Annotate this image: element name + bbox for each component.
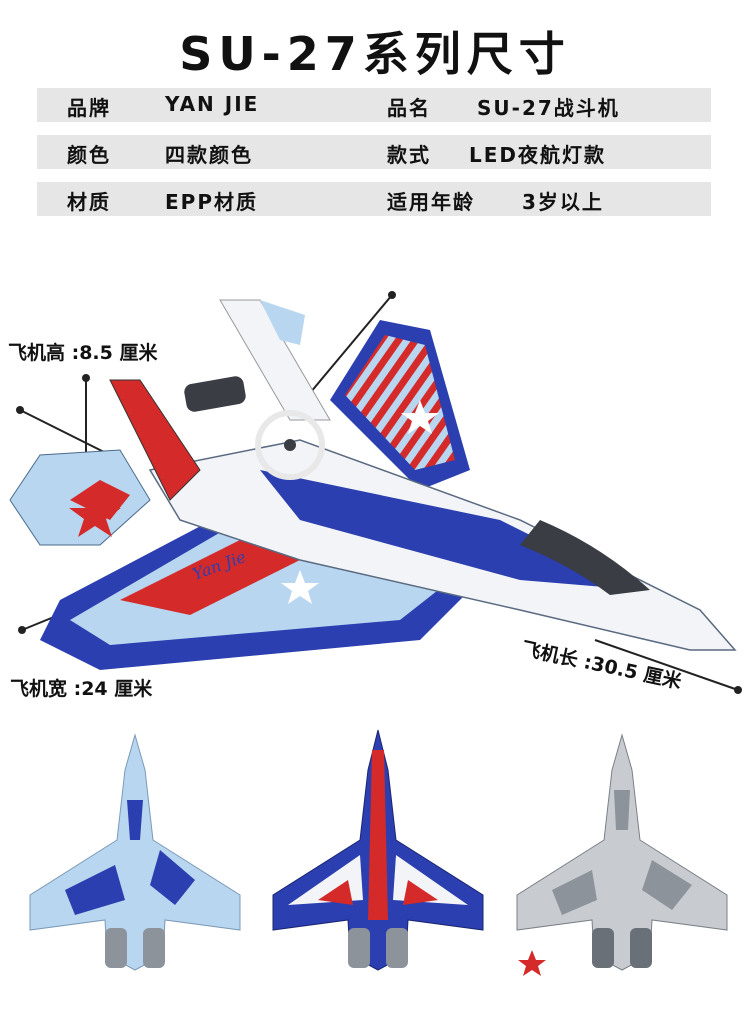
- spec-row-material: 材质 EPP材质 适用年龄 3岁以上: [37, 182, 711, 216]
- page-title: SU-27系列尺寸: [179, 27, 571, 81]
- dimension-dot: [388, 291, 396, 299]
- dimension-dot: [82, 374, 90, 382]
- height-label: 飞机高 :8.5 厘米: [8, 342, 158, 364]
- spec-key: 材质: [67, 190, 111, 214]
- spec-key: 品牌: [67, 96, 111, 120]
- main-plane: [9, 299, 737, 670]
- dimension-dot: [734, 686, 742, 694]
- spec-key: 颜色: [67, 143, 111, 167]
- plane-variant-red-white-blue: [272, 729, 484, 971]
- spec-value: EPP材质: [165, 190, 258, 214]
- dimension-dot: [16, 406, 24, 414]
- spec-value: 3岁以上: [522, 190, 604, 214]
- spec-value: YAN JIE: [165, 92, 260, 116]
- plane-variant-blue-camo: [29, 733, 241, 971]
- plane-variant-grey-camo: [516, 733, 728, 976]
- spec-row-color: 颜色 四款颜色 款式 LED夜航灯款: [37, 135, 711, 169]
- dimension-dot: [18, 626, 26, 634]
- spec-value: 四款颜色: [165, 143, 253, 167]
- spec-value: LED夜航灯款: [469, 143, 607, 167]
- spec-value: SU-27战斗机: [477, 96, 620, 120]
- spec-key: 适用年龄: [387, 190, 475, 214]
- spec-key: 款式: [387, 143, 431, 167]
- width-label: 飞机宽 :24 厘米: [10, 678, 153, 700]
- spec-row-brand: 品牌 YAN JIE 品名 SU-27战斗机: [37, 88, 711, 122]
- spec-key: 品名: [387, 96, 431, 120]
